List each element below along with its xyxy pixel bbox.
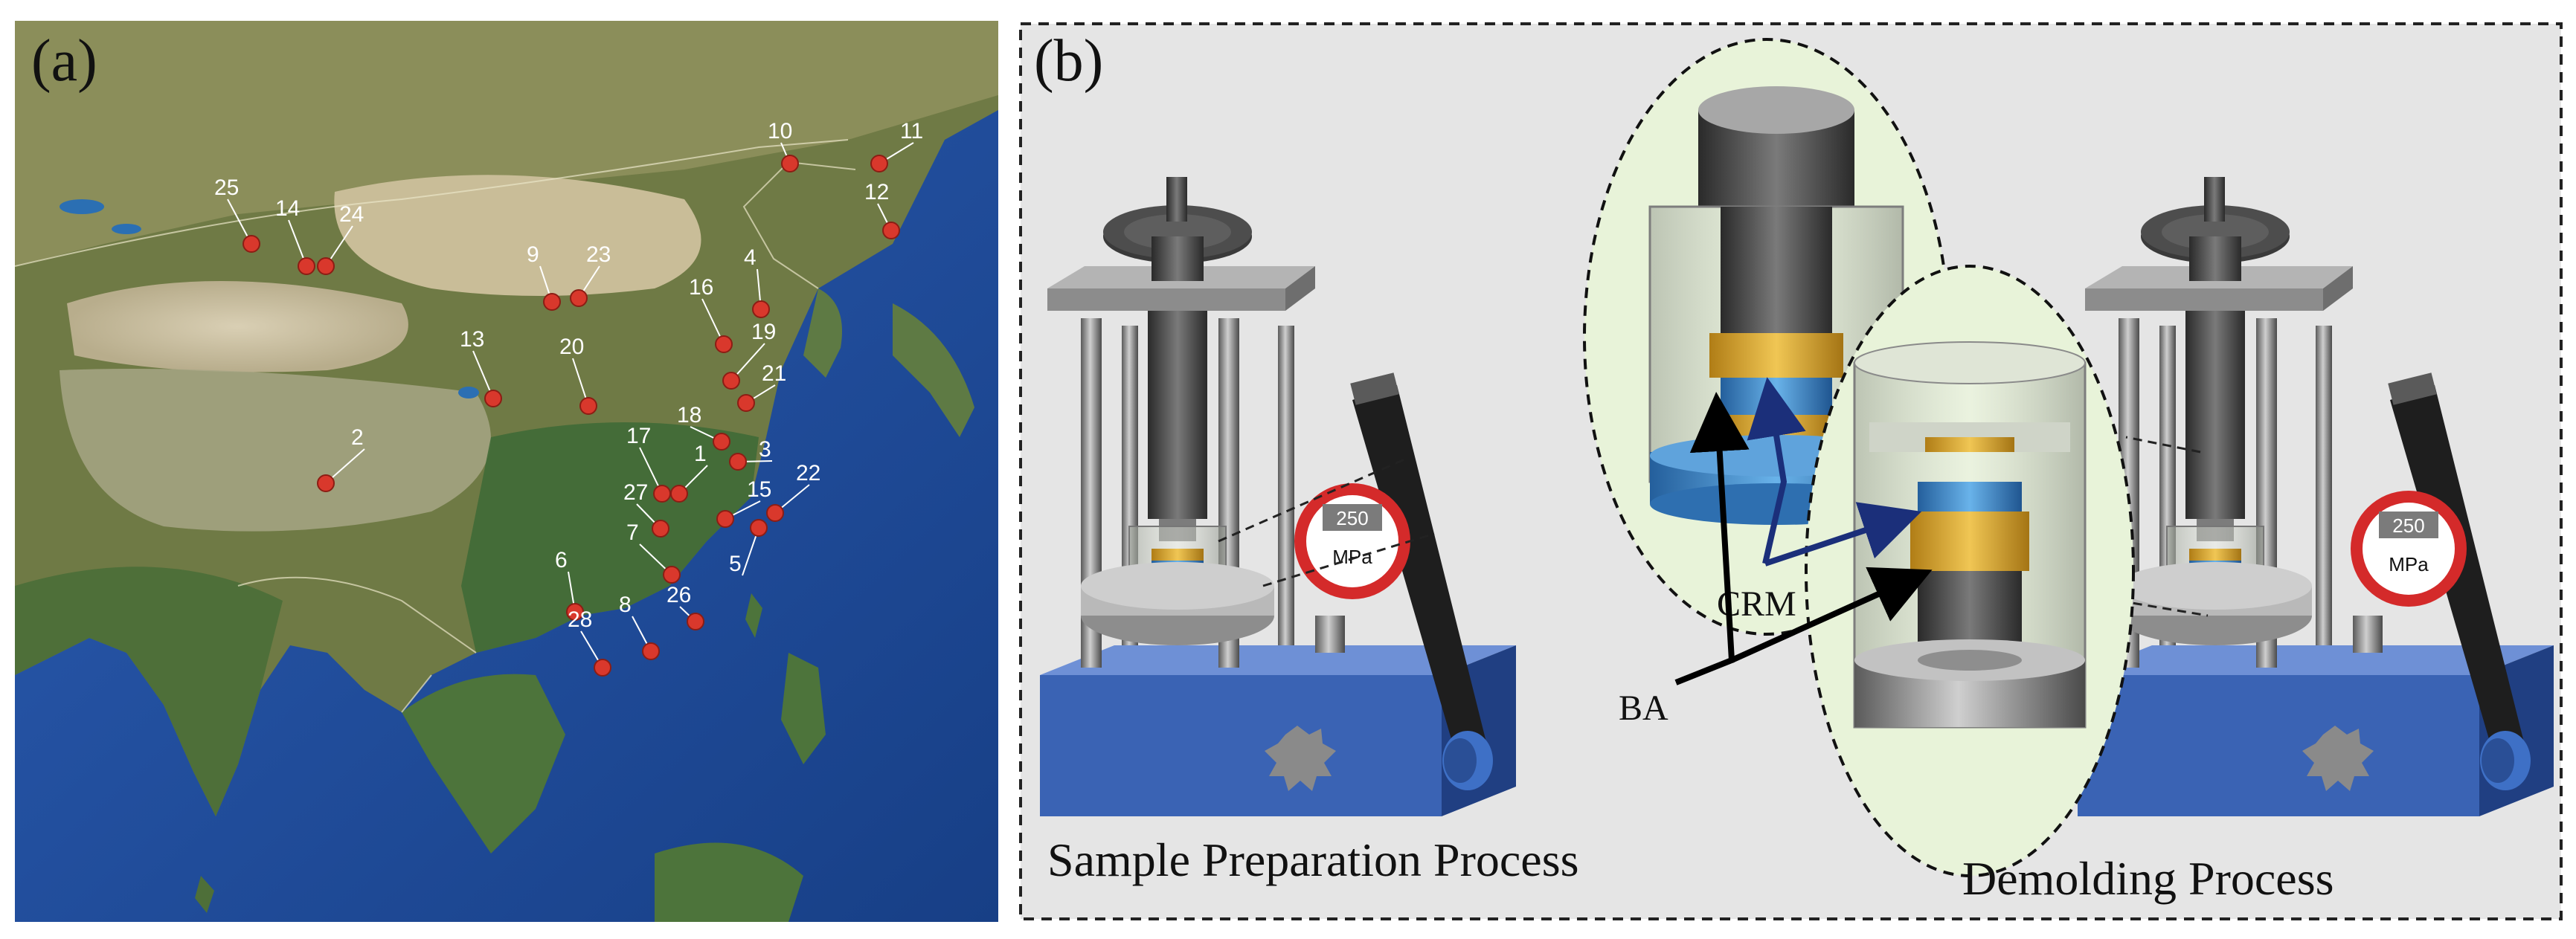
northern-steppe <box>15 21 998 266</box>
site-marker-16 <box>715 335 733 353</box>
site-marker-26 <box>687 613 704 630</box>
site-marker-4 <box>752 300 770 318</box>
site-label-27: 27 <box>623 480 648 505</box>
site-label-7: 7 <box>626 520 639 545</box>
gauge-value-left: 250 <box>1336 507 1368 529</box>
site-marker-5 <box>750 519 768 537</box>
india-region <box>15 567 283 816</box>
sri-lanka <box>195 876 214 913</box>
site-label-23: 23 <box>586 242 611 267</box>
site-label-3: 3 <box>759 437 771 462</box>
site-label-9: 9 <box>527 242 539 267</box>
site-label-18: 18 <box>677 403 701 427</box>
site-label-15: 15 <box>747 477 771 502</box>
site-label-8: 8 <box>619 593 632 617</box>
gauge-unit-left: MPa <box>1332 546 1372 568</box>
borneo <box>655 842 803 922</box>
ba-arrow-2 <box>1730 567 1933 663</box>
site-label-13: 13 <box>460 327 484 352</box>
korea-japan <box>803 288 974 437</box>
pressure-gauge-left: 250 MPa <box>1294 483 1410 599</box>
panel-b-label: (b) <box>1034 28 1103 94</box>
site-marker-1 <box>670 485 688 503</box>
philippines <box>781 653 826 764</box>
site-label-6: 6 <box>555 548 568 572</box>
site-marker-19 <box>722 372 740 390</box>
caption-sample-preparation: Sample Preparation Process <box>1047 833 1579 886</box>
site-marker-11 <box>870 155 888 172</box>
site-label-21: 21 <box>762 361 786 386</box>
site-label-2: 2 <box>351 425 364 450</box>
site-label-5: 5 <box>729 552 742 576</box>
site-label-17: 17 <box>626 424 651 448</box>
zoom-detail-demolding <box>1805 265 2135 877</box>
site-label-24: 24 <box>339 202 364 227</box>
apparatus-panel: (b) 250 MPa 250 MPa <box>1019 22 2563 920</box>
site-marker-14 <box>298 257 315 275</box>
site-marker-20 <box>579 397 597 415</box>
tibetan-plateau <box>60 369 491 532</box>
pressure-gauge-right: 250 MPa <box>2351 491 2467 607</box>
site-marker-25 <box>242 235 260 253</box>
site-marker-17 <box>653 485 671 503</box>
site-marker-3 <box>729 453 747 471</box>
site-label-20: 20 <box>559 335 584 359</box>
site-marker-15 <box>716 510 734 528</box>
site-label-12: 12 <box>864 180 889 204</box>
issyk-kul-lake <box>112 224 141 234</box>
site-label-16: 16 <box>689 275 713 300</box>
site-marker-13 <box>484 390 502 407</box>
site-marker-6 <box>566 603 584 621</box>
ba-label: BA <box>1619 688 1668 728</box>
gauge-value-right: 250 <box>2392 514 2424 537</box>
southeast-forest <box>461 422 759 653</box>
site-marker-23 <box>570 289 588 307</box>
site-label-1: 1 <box>694 442 707 466</box>
ba-callout: BA <box>1619 392 1933 728</box>
site-marker-8 <box>642 642 660 660</box>
site-marker-2 <box>317 474 335 492</box>
site-marker-18 <box>713 433 730 451</box>
site-label-25: 25 <box>214 175 239 200</box>
southeast-asia <box>402 674 565 854</box>
site-marker-7 <box>663 566 681 584</box>
taklamakan-desert <box>67 281 408 372</box>
caption-demolding: Demolding Process <box>1962 852 2334 905</box>
site-marker-21 <box>737 394 755 412</box>
site-marker-27 <box>652 520 669 538</box>
border-lines <box>15 139 856 713</box>
taiwan-island <box>745 593 762 638</box>
qinghai-lake <box>458 387 479 398</box>
site-label-4: 4 <box>744 245 757 270</box>
site-marker-9 <box>543 293 561 311</box>
zoom-lines-left <box>1218 458 1435 587</box>
site-label-28: 28 <box>568 607 592 632</box>
site-label-10: 10 <box>768 119 792 143</box>
crm-arrow-2 <box>1764 502 1922 567</box>
crm-arrow-1 <box>1747 377 1806 564</box>
balkhash-lake <box>60 199 104 214</box>
site-label-19: 19 <box>751 320 776 344</box>
gobi-desert <box>334 175 701 296</box>
site-marker-24 <box>317 257 335 275</box>
site-label-14: 14 <box>275 196 300 221</box>
site-label-26: 26 <box>667 583 691 607</box>
site-label-11: 11 <box>900 119 923 143</box>
zoom-lines-right <box>2118 436 2209 617</box>
site-marker-10 <box>781 155 799 172</box>
site-marker-22 <box>766 504 784 522</box>
site-label-22: 22 <box>796 461 820 485</box>
panel-a-label: (a) <box>31 28 97 94</box>
site-marker-12 <box>882 222 900 239</box>
site-marker-28 <box>594 659 611 677</box>
gauge-unit-right: MPa <box>2389 553 2429 575</box>
